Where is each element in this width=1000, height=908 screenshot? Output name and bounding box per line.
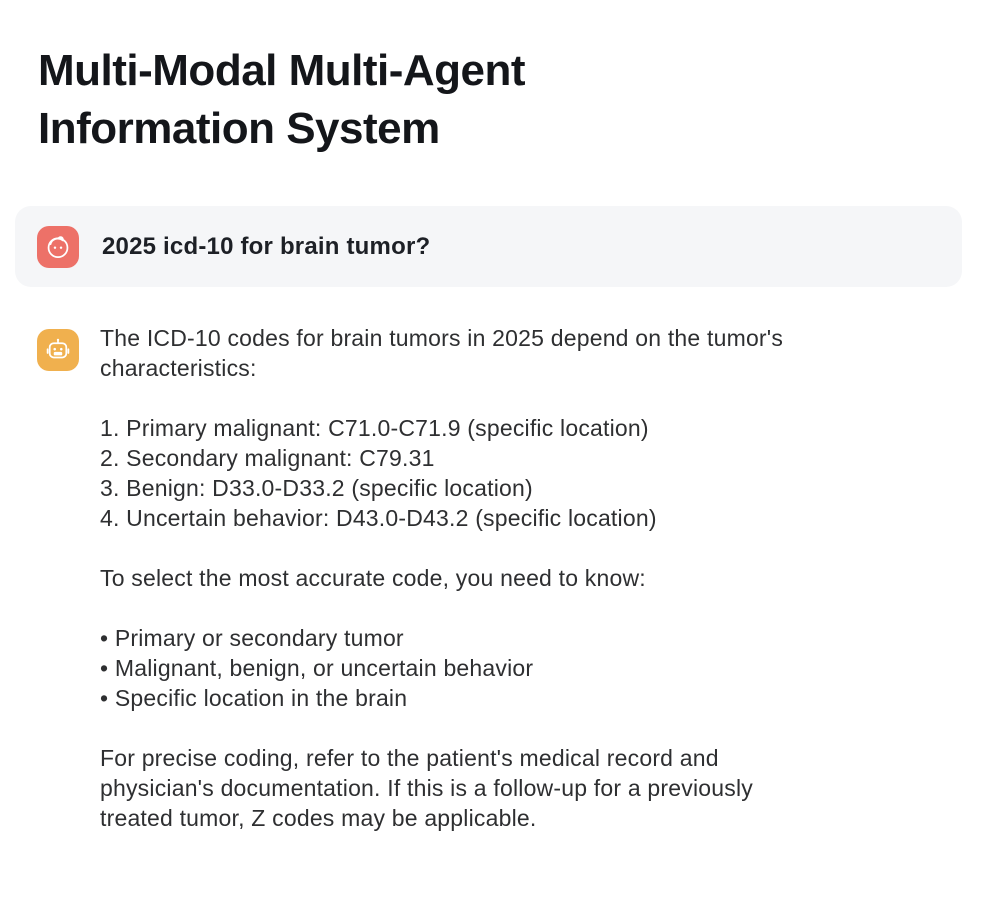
assistant-line: physician's documentation. If this is a …: [100, 775, 753, 801]
assistant-line: characteristics:: [100, 355, 257, 381]
assistant-paragraph-paragraph: The ICD-10 codes for brain tumors in 202…: [100, 323, 783, 383]
assistant-line: 1. Primary malignant: C71.0-C71.9 (speci…: [100, 415, 649, 441]
assistant-paragraph-numbered_list: 1. Primary malignant: C71.0-C71.9 (speci…: [100, 413, 783, 533]
assistant-line: • Malignant, benign, or uncertain behavi…: [100, 655, 534, 681]
assistant-message-text: The ICD-10 codes for brain tumors in 202…: [100, 323, 783, 833]
user-avatar: [37, 225, 79, 268]
page-title: Multi-Modal Multi-Agent Information Syst…: [38, 46, 526, 153]
assistant-line: The ICD-10 codes for brain tumors in 202…: [100, 325, 784, 351]
assistant-line: To select the most accurate code, you ne…: [100, 565, 646, 591]
assistant-line: • Primary or secondary tumor: [100, 625, 404, 651]
user-message-text: 2025 icd-10 for brain tumor?: [102, 232, 431, 260]
assistant-avatar: [37, 329, 79, 371]
assistant-line: 4. Uncertain behavior: D43.0-D43.2 (spec…: [100, 505, 657, 531]
user-face-icon: [47, 235, 69, 258]
assistant-line: For precise coding, refer to the patient…: [100, 745, 719, 771]
assistant-line: treated tumor, Z codes may be applicable…: [100, 805, 537, 831]
robot-icon: [46, 338, 70, 359]
assistant-paragraph-paragraph: To select the most accurate code, you ne…: [100, 563, 783, 593]
assistant-line: • Specific location in the brain: [100, 685, 408, 711]
assistant-message: The ICD-10 codes for brain tumors in 202…: [37, 325, 962, 833]
assistant-line: 3. Benign: D33.0-D33.2 (specific locatio…: [100, 475, 533, 501]
assistant-paragraph-paragraph: For precise coding, refer to the patient…: [100, 743, 783, 833]
assistant-line: 2. Secondary malignant: C79.31: [100, 445, 435, 471]
user-message-bubble: 2025 icd-10 for brain tumor?: [15, 206, 962, 287]
assistant-paragraph-bullet_list: • Primary or secondary tumor • Malignant,…: [100, 623, 783, 713]
